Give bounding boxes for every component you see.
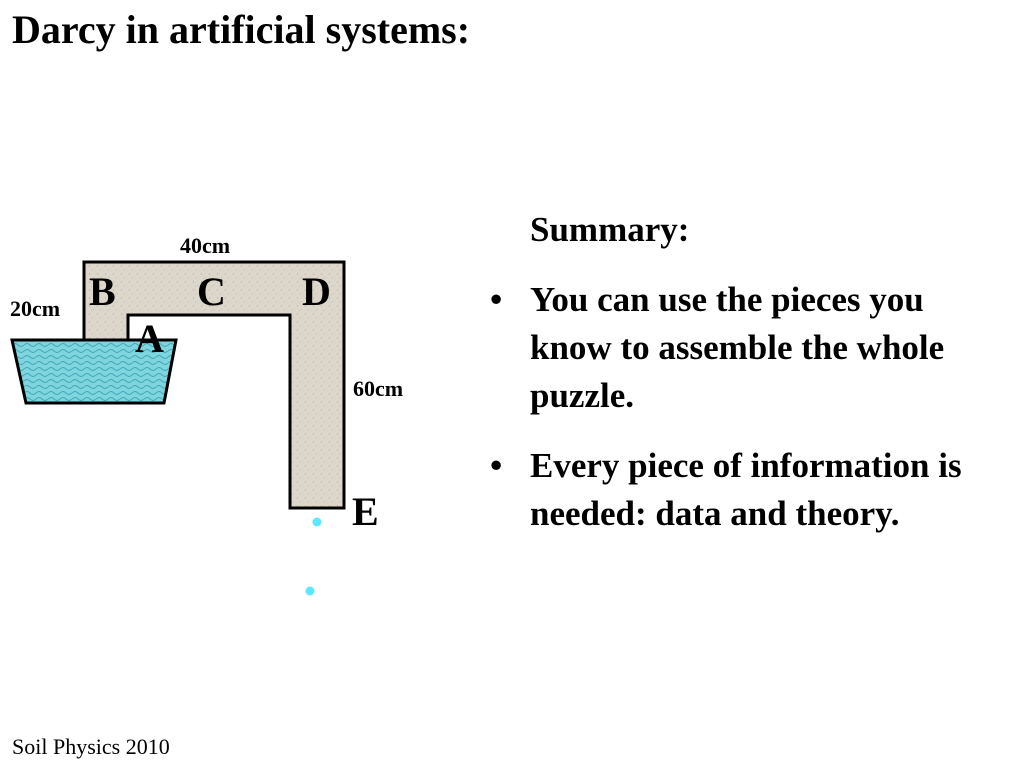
summary-heading: Summary: (530, 210, 690, 249)
bullet-text: You can use the pieces you know to assem… (530, 280, 945, 415)
point-label-d: D (302, 269, 331, 314)
point-label-b: B (89, 269, 116, 314)
point-label-c: C (197, 269, 226, 314)
dimension-left-height: 20cm (10, 296, 60, 321)
summary-panel: Summary: • You can use the pieces you kn… (490, 206, 1010, 560)
point-label-e: E (352, 489, 379, 534)
water-drop (312, 517, 322, 527)
bullet-mark: • (490, 446, 503, 485)
dimension-right-height: 60cm (353, 376, 403, 401)
list-item: • Every piece of information is needed: … (490, 442, 1010, 538)
water-drop (305, 586, 315, 596)
point-label-a: A (135, 316, 164, 361)
slide-title: Darcy in artificial systems: (12, 7, 471, 52)
water-reservoir (10, 338, 178, 405)
slide-footer: Soil Physics 2010 (12, 734, 170, 759)
bullet-text: Every piece of information is needed: da… (530, 446, 962, 533)
bullet-mark: • (490, 280, 503, 319)
list-item: • You can use the pieces you know to ass… (490, 276, 1010, 420)
dimension-top-length: 40cm (180, 233, 230, 258)
